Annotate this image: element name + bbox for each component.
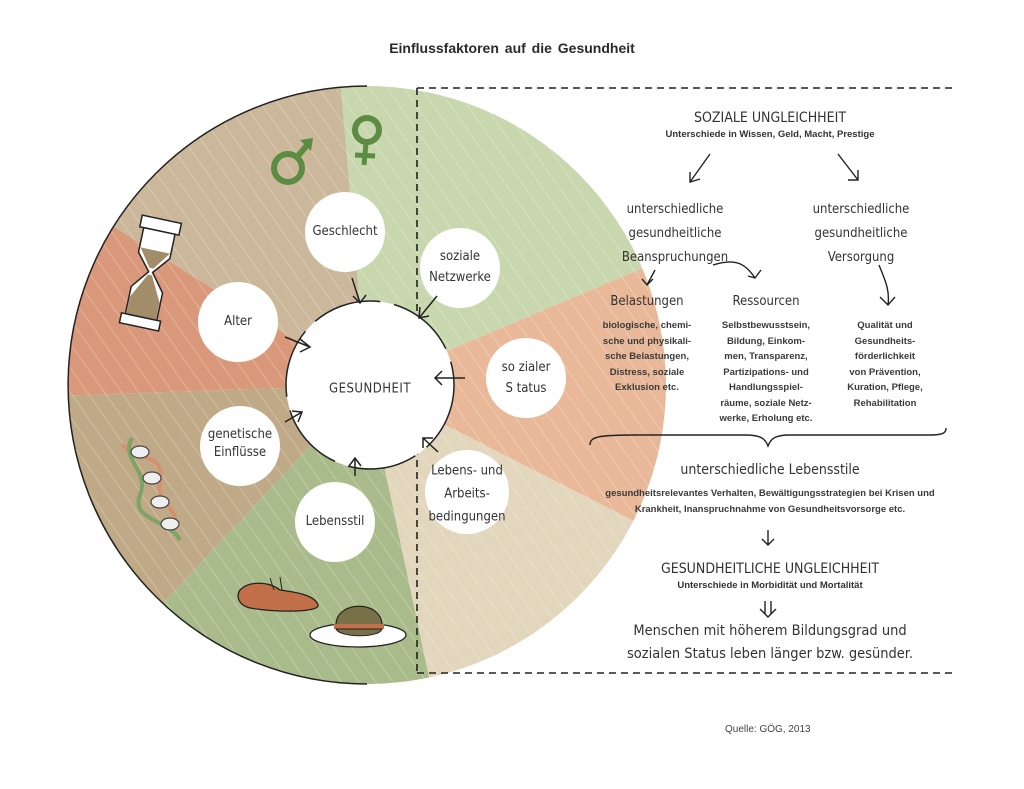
blob-lebensstil — [295, 482, 375, 562]
text-line: Exklusion etc. — [615, 382, 679, 393]
blob-status — [486, 338, 566, 418]
text-line: werke, Erholung etc. — [719, 413, 813, 424]
flow-arrows — [589, 153, 947, 618]
belastungen-heading: Belastungen — [610, 294, 684, 309]
gesundheitliche-ungleichheit-block: GESUNDHEITLICHE UNGLEICHHEIT Unterschied… — [620, 560, 920, 593]
text-line: gesundheitliche — [628, 226, 722, 241]
soziale-ungleichheit-block: SOZIALE UNGLEICHHEIT Unterschiede in Wis… — [640, 109, 900, 142]
text-line: Handlungsspiel- — [729, 382, 803, 393]
text-line: Qualität und — [857, 320, 913, 331]
wheel-outline — [67, 85, 368, 685]
gesundheitliche-ungleichheit-sub: Unterschiede in Morbidität und Mortalitä… — [677, 580, 863, 591]
blob-netzwerke — [420, 228, 500, 308]
segment-label-lebensbedingungen: Lebens- und Arbeits- bedingungen — [428, 460, 505, 529]
text-line: Distress, soziale — [609, 366, 685, 378]
versorgung-details: Qualität und Gesundheits- förderlichkeit… — [830, 318, 940, 411]
belastungen-block: Belastungen biologische, chemi- sche und… — [587, 290, 707, 396]
label-line: genetische — [207, 427, 273, 442]
segment-label-soziale-netzwerke: soziale Netzwerke — [429, 246, 491, 288]
shoe-icon — [237, 576, 319, 612]
segment-label-lebensstil: Lebensstil — [305, 514, 365, 529]
label-line: Lebens- und — [431, 463, 503, 479]
gesundheitliche-ungleichheit-heading: GESUNDHEITLICHE UNGLEICHHEIT — [660, 561, 880, 577]
lebensstile-block: unterschiedliche Lebensstile gesundheits… — [580, 461, 960, 517]
text-line: Gesundheits- — [854, 335, 916, 347]
label-line: S tatus — [505, 381, 547, 396]
beanspruchungen-block: unterschiedliche gesundheitliche Beanspr… — [600, 198, 750, 270]
text-line: Kuration, Pflege, — [847, 382, 923, 393]
ressourcen-heading: Ressourcen — [732, 294, 800, 309]
male-symbol-icon — [271, 138, 313, 185]
text-line: sche und physikali- — [602, 335, 692, 347]
burger-icon — [309, 605, 407, 648]
influence-arrows — [284, 277, 465, 476]
text-line: Partizipations- und — [723, 366, 809, 378]
label-line: Einflüsse — [213, 445, 267, 460]
text-line: sozialen Status leben länger bzw. gesünd… — [627, 646, 913, 662]
segment-label-sozialer-status: so zialer S tatus — [502, 357, 551, 399]
diagram-title: Einflussfaktoren auf die Gesundheit — [389, 40, 635, 56]
lebensstile-details: gesundheitsrelevantes Verhalten, Bewälti… — [580, 486, 960, 517]
female-symbol-icon — [352, 115, 382, 166]
ressourcen-block: Ressourcen Selbstbewusstsein, Bildung, E… — [710, 290, 822, 427]
text-line: Bildung, Einkom- — [726, 335, 806, 347]
text-line: räume, soziale Netz- — [720, 397, 812, 409]
text-line: Selbstbewusstsein, — [721, 320, 811, 331]
center-circle — [285, 300, 455, 470]
text-line: gesundheitliche — [814, 226, 908, 241]
label-line: so zialer — [501, 360, 551, 375]
text-line: Krankheit, Inanspruchnahme von Gesundhei… — [634, 503, 906, 515]
soziale-ungleichheit-heading: SOZIALE UNGLEICHHEIT — [693, 110, 847, 126]
blob-genetik — [200, 406, 280, 486]
label-line: soziale — [439, 249, 481, 264]
text-line: Versorgung — [827, 250, 895, 265]
text-line: Menschen mit höherem Bildungsgrad und — [633, 623, 907, 639]
blob-lebensbedingungen — [425, 450, 509, 534]
text-line: sche Belastungen, — [605, 351, 689, 362]
text-line: men, Transparenz, — [724, 351, 808, 362]
segment-label-geschlecht: Geschlecht — [312, 224, 378, 239]
versorgung-block: unterschiedliche gesundheitliche Versorg… — [786, 198, 936, 270]
label-line: Netzwerke — [429, 270, 491, 285]
text-line: Beanspruchungen — [621, 250, 729, 265]
text-line: Rehabilitation — [853, 397, 917, 409]
lebensstile-heading: unterschiedliche Lebensstile — [680, 462, 860, 478]
blob-alter — [198, 282, 278, 362]
text-line: biologische, chemi- — [602, 320, 692, 331]
segment-label-genetik: genetische Einflüsse — [208, 426, 272, 462]
text-line: gesundheitsrelevantes Verhalten, Bewälti… — [605, 488, 935, 499]
soziale-ungleichheit-sub: Unterschiede in Wissen, Geld, Macht, Pre… — [665, 129, 875, 140]
text-line: von Prävention, — [849, 366, 921, 378]
hourglass-icon — [118, 214, 183, 332]
label-line: Arbeits- — [444, 486, 490, 502]
dna-icon — [120, 437, 182, 542]
segment-label-alter: Alter — [224, 314, 252, 329]
center-label-gesundheit: GESUNDHEIT — [329, 381, 411, 397]
blob-geschlecht — [305, 192, 385, 272]
belastungen-details: biologische, chemi- sche und physikali- … — [587, 318, 707, 396]
text-line: unterschiedliche — [626, 202, 724, 217]
label-line: bedingungen — [428, 509, 506, 525]
text-line: förderlichkeit — [854, 351, 916, 362]
text-line: unterschiedliche — [812, 202, 910, 217]
conclusion-text: Menschen mit höherem Bildungsgrad und so… — [590, 620, 950, 666]
ressourcen-details: Selbstbewusstsein, Bildung, Einkom- men,… — [710, 318, 822, 427]
source-citation: Quelle: GÖG, 2013 — [725, 724, 811, 735]
